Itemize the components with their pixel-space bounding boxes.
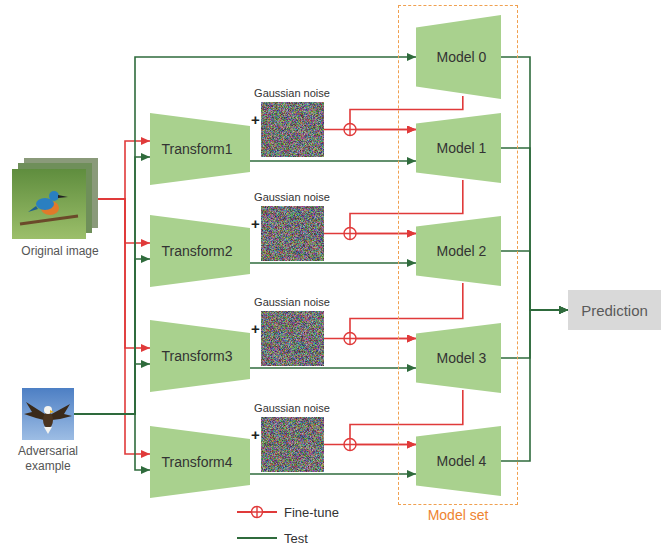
plus-sign: + [251,216,260,232]
node-label: Model 3 [437,350,487,366]
test-connector [249,262,416,264]
node-label: Gaussian noise [250,86,334,100]
node-label: Model 0 [437,49,487,65]
test-connector [249,160,416,162]
prediction-box: Prediction [568,290,661,330]
photo-stack [12,158,98,240]
node-label: Model 1 [437,140,487,156]
sum-symbol [252,507,263,518]
node-label: Transform1 [161,141,232,157]
legend-text: Test [284,531,308,546]
sum-symbol [344,124,356,136]
noise-image: Gaussian noise [250,190,334,263]
test-connector [74,259,150,414]
node-label: Prediction [581,302,648,319]
model-set-region: Model setModel 0Model 1Model 2Model 3Mod… [398,5,518,505]
sum-symbol [344,333,356,345]
region-label: Model set [399,507,517,523]
plus-sign: + [251,112,260,128]
test-connector [249,473,416,475]
transform-block: Transform3 [150,320,250,392]
transform-block: Transform1 [150,113,250,185]
gaussian-noise-image [261,417,324,472]
plus-sign: + [251,321,260,337]
test-connector [74,414,150,470]
test-connector [249,367,416,369]
model-block: Model 2 [416,216,501,286]
node-label: Transform3 [161,348,232,364]
noise-image: Gaussian noise [250,86,334,159]
node-label: Gaussian noise [250,401,334,415]
model-block: Model 0 [416,15,501,99]
test-connector [74,364,150,414]
fine-tune-connector [98,141,150,199]
model-block: Model 4 [416,426,501,496]
original-image: Original image [12,158,108,262]
node-label: Original image [12,244,108,259]
test-connector [501,251,568,310]
node-label: Model 4 [437,453,487,469]
eagle-photo [22,388,74,440]
noise-image: Gaussian noise [250,401,334,474]
sum-symbol [344,439,356,451]
node-label: Transform4 [161,454,232,470]
test-connector [501,310,568,461]
transform-block: Transform2 [150,215,250,287]
test-connector [501,57,568,310]
gaussian-noise-image [261,102,324,157]
plus-sign: + [251,427,260,443]
legend-item: Fine-tune [236,499,339,525]
legend-line-sample [236,505,278,519]
fine-tune-connector [98,199,150,348]
test-connector [501,148,568,310]
fine-tune-connector [98,199,150,454]
test-connector [74,57,416,414]
node-label: Adversarial example [6,444,90,474]
node-label: Model 2 [437,243,487,259]
node-label: Transform2 [161,243,232,259]
fine-tune-connector [98,199,150,243]
sum-symbol [344,228,356,240]
model-block: Model 1 [416,113,501,183]
adversarial-image: Adversarial example [6,388,90,500]
legend: Fine-tuneTest [236,499,339,550]
gaussian-noise-image [261,206,324,261]
gaussian-noise-image [261,311,324,366]
legend-text: Fine-tune [284,505,339,520]
test-connector [501,310,568,358]
legend-line-sample [236,531,278,545]
model-block: Model 3 [416,323,501,393]
transform-block: Transform4 [150,426,250,498]
node-label: Gaussian noise [250,190,334,204]
noise-image: Gaussian noise [250,295,334,368]
legend-item: Test [236,525,339,550]
node-label: Gaussian noise [250,295,334,309]
